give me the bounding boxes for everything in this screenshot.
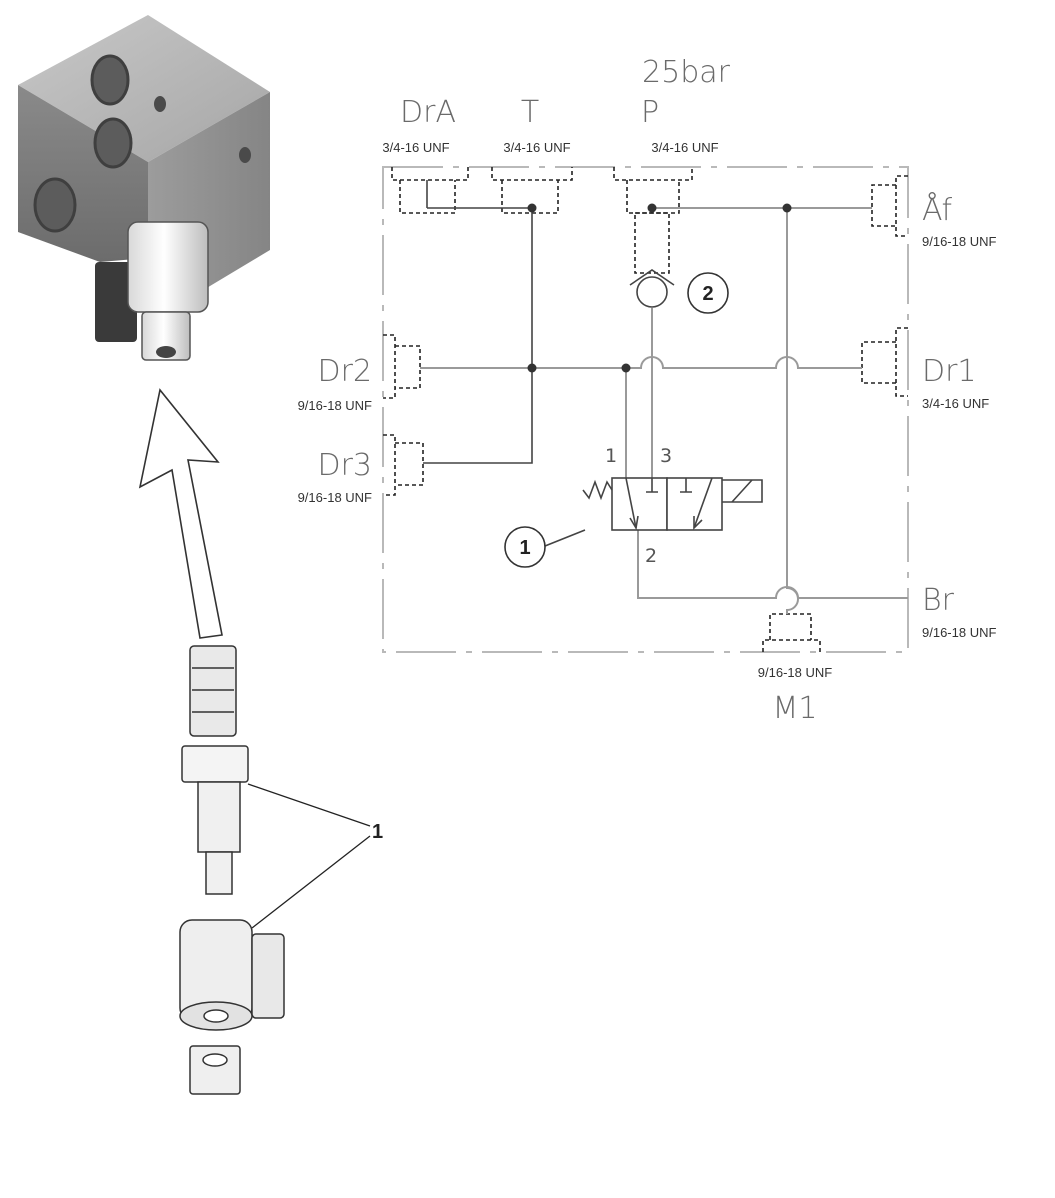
port-dr1-symbol (861, 327, 908, 397)
exploded-cartridge (179, 645, 285, 1095)
cartridge-stem (197, 781, 241, 853)
cartridge-tip (189, 645, 237, 737)
coil-connector (95, 262, 137, 342)
line-af-m1 (786, 208, 799, 614)
svg-text:1: 1 (519, 537, 530, 559)
port-dr1-thread: 3/4-16 UNF (922, 396, 989, 411)
solenoid-valve-symbol (582, 477, 763, 531)
manifold-frame (382, 166, 909, 653)
port-dr1-label: Dr1 (922, 354, 977, 389)
port-af-label: Åf (922, 191, 952, 228)
port-dra-symbol (391, 167, 469, 214)
port-hole (154, 96, 166, 112)
junction-dot (527, 203, 537, 213)
port-dr2-thread: 9/16-18 UNF (298, 398, 372, 413)
callout-leader (544, 529, 586, 547)
coil-nut-hole (156, 346, 176, 358)
port-br-thread: 9/16-18 UNF (922, 625, 996, 640)
valve-port-1: 1 (605, 445, 617, 467)
port-af-symbol (871, 175, 908, 237)
exploded-callout-1: 1 (372, 821, 383, 843)
valve-block-illustration (18, 15, 270, 361)
callout-check-valve: 2 (687, 272, 729, 314)
junction-dot (647, 203, 657, 213)
assembly-arrow (138, 388, 223, 639)
coil-nut (141, 311, 191, 361)
port-dra-label: DrA (400, 95, 456, 130)
callout-solenoid-valve: 1 (504, 526, 546, 568)
port-dr3-label: Dr3 (317, 448, 372, 483)
port-dra-thread: 3/4-16 UNF (382, 140, 449, 155)
port-af-thread: 9/16-18 UNF (922, 234, 996, 249)
port-m1-thread: 9/16-18 UNF (758, 665, 832, 680)
port-t-thread: 3/4-16 UNF (503, 140, 570, 155)
port-t-symbol (491, 167, 573, 214)
port-m1-label: M1 (773, 691, 818, 726)
junction-dot (527, 363, 537, 373)
port-dr2-label: Dr2 (317, 354, 372, 389)
junction-dot (782, 203, 792, 213)
callout-leaders (247, 783, 371, 929)
valve-port-3: 3 (660, 445, 672, 467)
port-hole (239, 147, 251, 163)
port-p-label: P (641, 95, 659, 130)
port-t-label: T (521, 95, 539, 130)
junction-dot (621, 363, 631, 373)
svg-text:2: 2 (702, 283, 713, 305)
cartridge-hex (181, 745, 249, 783)
block-top-face (18, 15, 270, 162)
port-dr3-symbol (383, 434, 424, 496)
port-m1-symbol (762, 613, 821, 652)
schematic: 2 1 3 2 1 DrA 3/4-16 UNF T 3/4-16 UNF (298, 55, 997, 726)
port-hole (93, 117, 133, 169)
port-p-thread: 3/4-16 UNF (651, 140, 718, 155)
cartridge-stem-end (205, 851, 233, 895)
valve-port-2: 2 (645, 545, 657, 567)
check-valve-symbol (629, 212, 675, 308)
coil-body (127, 221, 209, 313)
line-t (423, 205, 533, 464)
line-valve-2-br (637, 530, 908, 599)
port-br-label: Br (922, 583, 955, 618)
port-hole (90, 54, 130, 106)
port-p-pressure: 25bar (642, 55, 731, 90)
port-hole (33, 177, 77, 233)
port-dr3-thread: 9/16-18 UNF (298, 490, 372, 505)
port-dr2-symbol (383, 334, 421, 399)
coil-nut (189, 1045, 241, 1095)
line-dr-header (420, 356, 862, 369)
coil-plug (251, 933, 285, 1019)
